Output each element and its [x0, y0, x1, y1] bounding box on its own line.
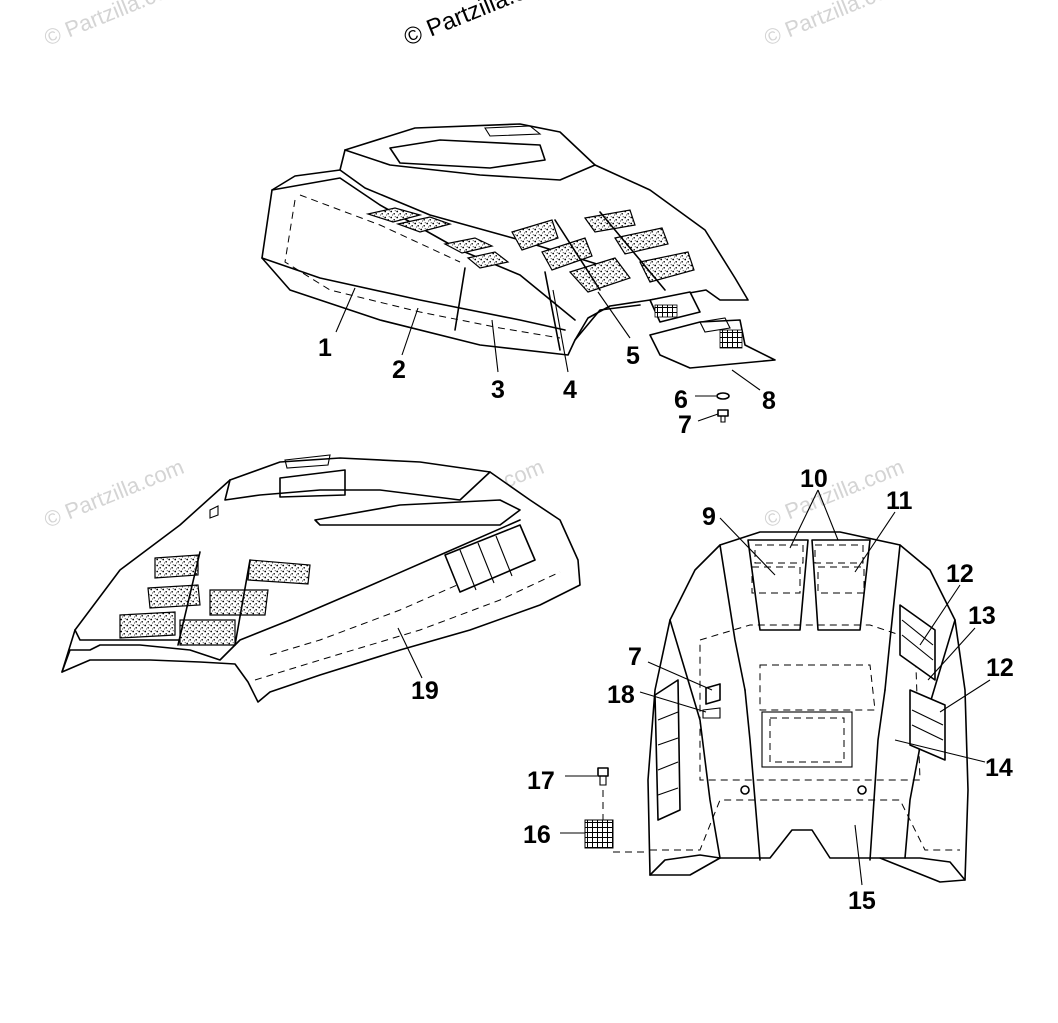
callout-10: 10	[800, 465, 828, 493]
watermark: © Partzilla.com	[41, 0, 188, 51]
callout-5: 5	[626, 342, 640, 370]
callout-11: 11	[886, 487, 913, 515]
copyright-notice: © Partzilla.com	[400, 0, 560, 52]
callout-15: 15	[848, 887, 876, 915]
callout-2: 2	[392, 356, 406, 384]
watermark: © Partzilla.com	[41, 454, 188, 533]
hood-underside-view	[584, 531, 969, 883]
callout-14: 14	[985, 754, 1013, 782]
callout-1: 1	[318, 334, 332, 362]
callout-16: 16	[523, 821, 551, 849]
callout-13: 13	[968, 602, 996, 630]
callout-18: 18	[607, 681, 635, 709]
callout-labels: 1 2 3 4 5 6 7 8 9 10 11 12 13 12 7 18 14…	[318, 334, 1014, 915]
callout-7-underside: 7	[628, 643, 642, 671]
callout-8: 8	[762, 387, 776, 415]
callout-9: 9	[702, 503, 716, 531]
callout-12-lower: 12	[986, 654, 1014, 682]
callout-3: 3	[491, 376, 505, 404]
callout-4: 4	[563, 376, 577, 404]
callout-12: 12	[946, 560, 974, 588]
callout-17: 17	[527, 767, 555, 795]
callout-19: 19	[411, 677, 439, 705]
hood-top-view	[261, 123, 776, 423]
callout-6: 6	[674, 386, 688, 414]
callout-7: 7	[678, 411, 692, 439]
hood-left-view	[61, 454, 581, 703]
leader-lines	[335, 287, 991, 886]
watermark: © Partzilla.com	[761, 0, 908, 51]
